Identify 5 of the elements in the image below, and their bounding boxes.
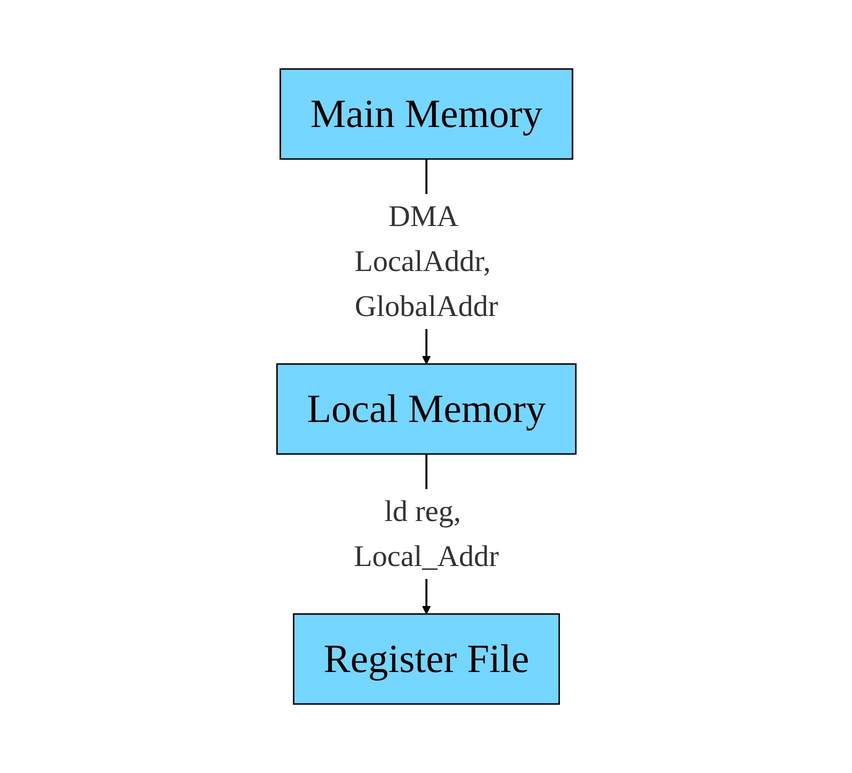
node-box: Main Memory bbox=[279, 68, 573, 160]
node-box: Local Memory bbox=[276, 363, 576, 455]
edge-label: DMA LocalAddr, GlobalAddr bbox=[354, 200, 498, 323]
node-box: Register File bbox=[292, 613, 560, 705]
edge-label: ld reg, Local_Addr bbox=[354, 495, 498, 573]
